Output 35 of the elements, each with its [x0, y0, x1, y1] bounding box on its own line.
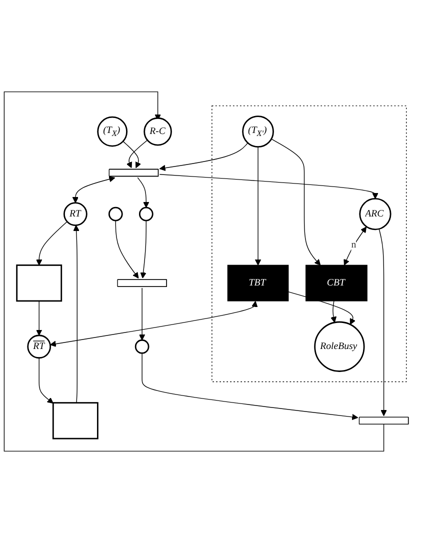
arrow	[73, 225, 80, 404]
arrow	[270, 138, 321, 266]
node-circle	[144, 117, 172, 146]
arrow	[159, 142, 248, 171]
arrow	[126, 140, 148, 168]
arrow	[140, 220, 146, 278]
arrow	[330, 300, 337, 323]
node-box	[52, 402, 98, 440]
node-circle	[138, 206, 154, 222]
arrow	[138, 288, 146, 340]
arrow	[38, 358, 54, 404]
arrow	[115, 220, 139, 278]
arrow	[137, 177, 150, 208]
node-circle	[97, 116, 128, 147]
arrow	[36, 221, 68, 266]
node-circle	[134, 339, 150, 354]
arrow	[378, 228, 387, 416]
node-box	[227, 264, 289, 302]
node-box	[16, 264, 62, 302]
node-circle	[242, 116, 274, 148]
node-box	[306, 264, 368, 302]
arrow	[254, 146, 262, 266]
arrow	[122, 140, 142, 168]
node-circle	[314, 321, 365, 372]
arrow	[142, 352, 358, 420]
node-circle	[108, 206, 123, 222]
node-circle	[359, 198, 392, 230]
node-circle	[27, 334, 52, 359]
cluster	[212, 105, 407, 382]
arrow	[159, 174, 378, 199]
arrow	[50, 300, 258, 347]
node-circle	[63, 202, 88, 226]
arrow	[36, 300, 42, 336]
arrow	[72, 176, 116, 204]
arrow	[344, 226, 367, 266]
